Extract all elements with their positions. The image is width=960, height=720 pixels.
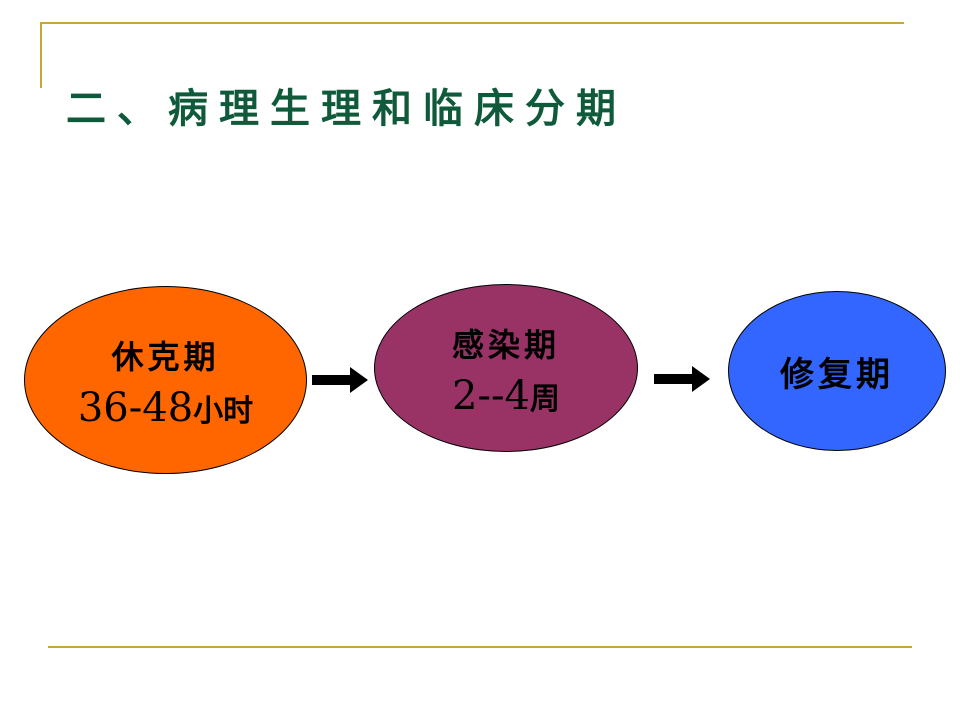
right-arrow-icon bbox=[312, 367, 368, 393]
stage-shock-duration-number: 36-48 bbox=[77, 385, 194, 431]
stage-shock: 休克期 36-48小时 bbox=[24, 286, 307, 474]
stage-infection-duration: 2--4周 bbox=[452, 376, 560, 416]
top-rule-horizontal bbox=[40, 22, 904, 24]
stage-infection-duration-unit: 周 bbox=[529, 382, 560, 417]
stage-infection-duration-number: 2--4 bbox=[452, 373, 530, 419]
right-arrow-icon bbox=[654, 366, 710, 392]
stage-shock-label: 休克期 bbox=[111, 338, 220, 376]
stage-shock-duration: 36-48小时 bbox=[78, 388, 253, 428]
bottom-rule bbox=[48, 646, 912, 648]
stage-repair: 修复期 bbox=[728, 291, 946, 451]
stage-repair-label: 修复期 bbox=[780, 354, 894, 395]
stage-infection-label: 感染期 bbox=[451, 326, 560, 364]
stage-infection: 感染期 2--4周 bbox=[374, 284, 638, 452]
slide-title: 二、病理生理和临床分期 bbox=[66, 85, 627, 132]
top-rule-vertical bbox=[40, 22, 42, 88]
stage-shock-duration-unit: 小时 bbox=[193, 394, 254, 429]
